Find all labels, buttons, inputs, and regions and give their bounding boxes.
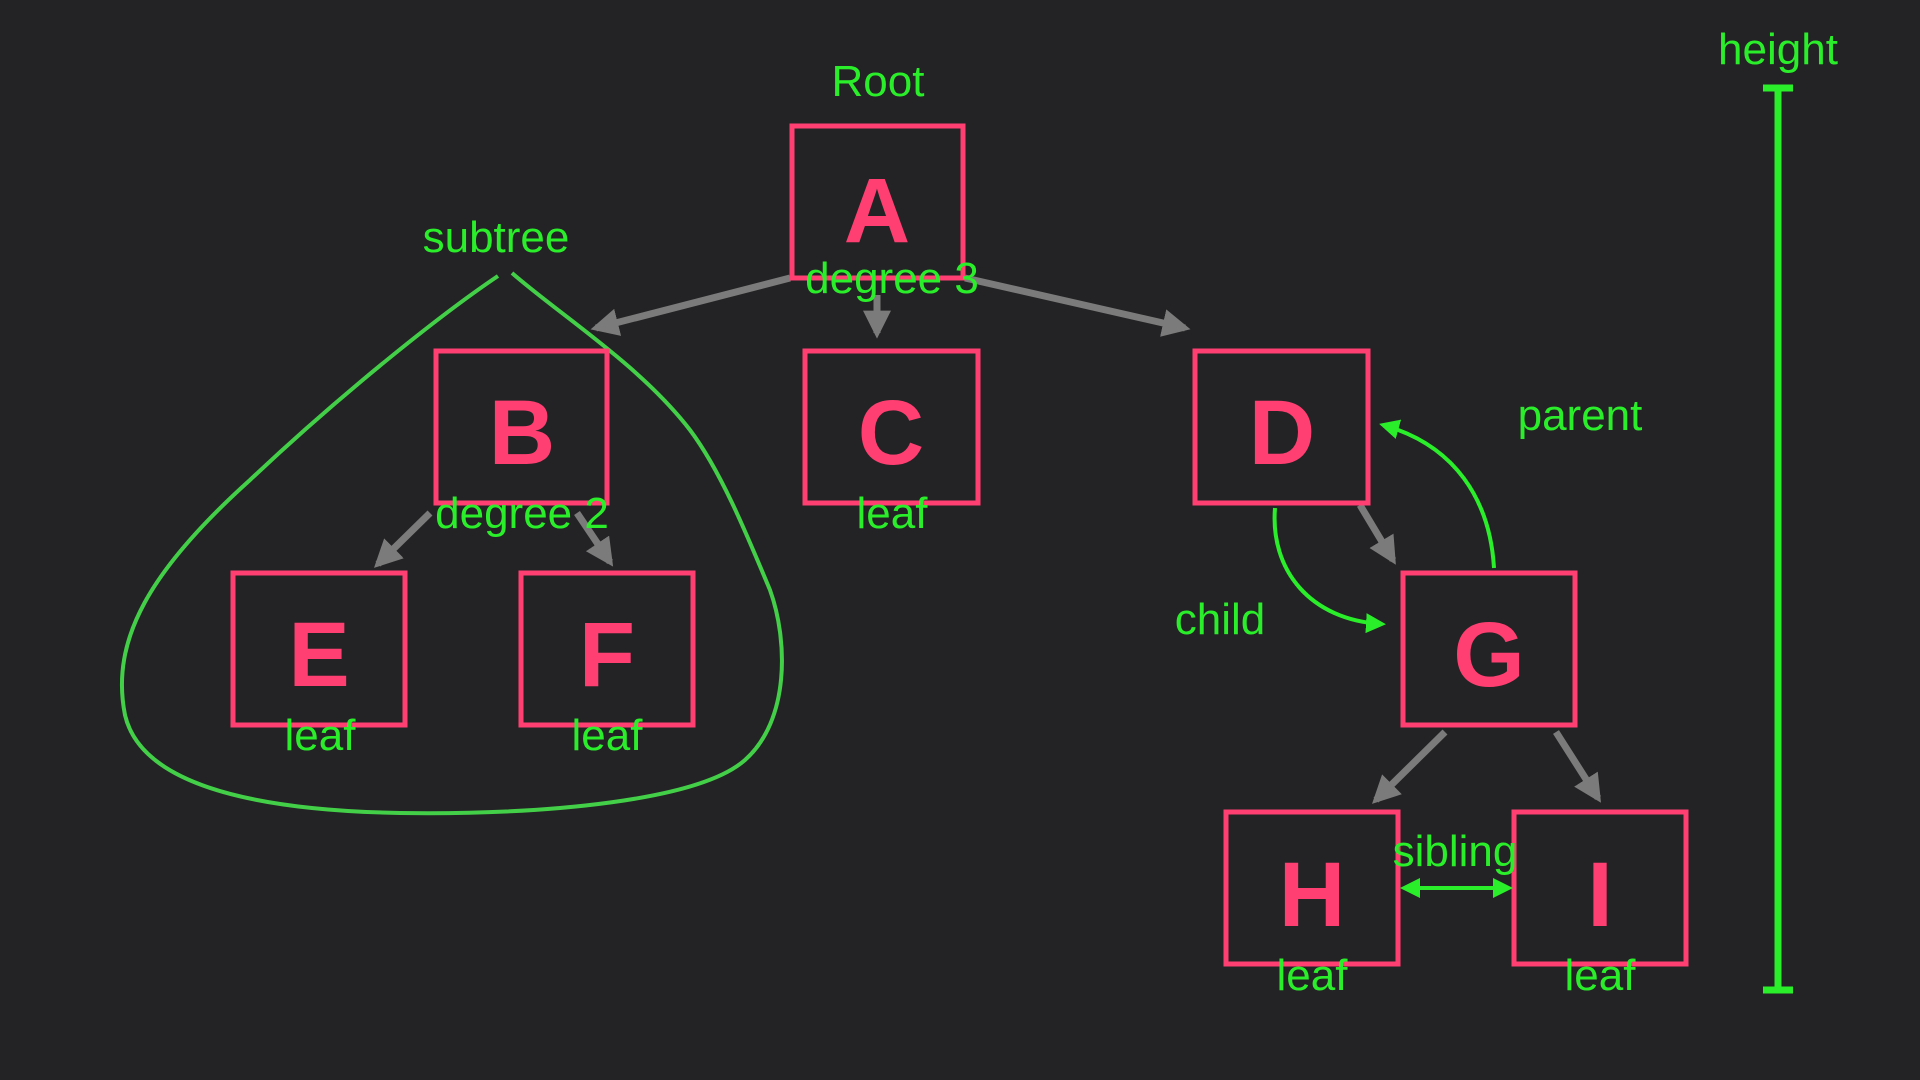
node-i-box	[1511, 809, 1689, 967]
node-h-letter: H	[1279, 844, 1345, 946]
node-h: H	[1223, 809, 1401, 967]
child-arrow	[1272, 507, 1386, 634]
node-b-letter: B	[489, 382, 555, 484]
node-f-leaf-label: leaf	[572, 711, 644, 760]
node-a-letter: A	[844, 160, 910, 262]
node-c: C	[802, 348, 981, 506]
edge-b-e	[374, 510, 433, 568]
nodes-layer: A B C D E F G	[230, 123, 1689, 967]
parent-arrow	[1379, 419, 1496, 569]
node-f-box	[518, 570, 696, 728]
node-c-leaf-label: leaf	[857, 489, 929, 538]
parent-label: parent	[1518, 391, 1643, 440]
node-f: F	[518, 570, 696, 728]
edge-d-g	[1356, 503, 1397, 565]
node-a: A	[789, 123, 966, 281]
annotations: Root subtree parent child sibling height	[423, 25, 1838, 876]
node-a-degree-label: degree 3	[805, 254, 979, 303]
edge-b-f	[574, 511, 614, 567]
node-g-letter: G	[1453, 604, 1525, 706]
node-e-box	[230, 570, 408, 728]
edge-a-d	[964, 274, 1191, 337]
node-h-leaf-label: leaf	[1277, 951, 1349, 1000]
node-d-box	[1192, 348, 1371, 506]
subtree-label: subtree	[423, 213, 570, 262]
height-bar	[1763, 84, 1793, 994]
node-b-box	[433, 348, 610, 506]
node-c-letter: C	[858, 382, 924, 484]
node-d: D	[1192, 348, 1371, 506]
edge-g-i	[1553, 730, 1602, 803]
node-e-leaf-label: leaf	[285, 711, 357, 760]
sibling-label: sibling	[1393, 827, 1518, 876]
height-label: height	[1718, 25, 1838, 74]
node-g: G	[1400, 570, 1578, 728]
node-f-letter: F	[579, 604, 635, 706]
node-g-box	[1400, 570, 1578, 728]
node-i: I	[1511, 809, 1689, 967]
node-e: E	[230, 570, 408, 728]
node-b: B	[433, 348, 610, 506]
node-e-letter: E	[288, 604, 349, 706]
node-h-box	[1223, 809, 1401, 967]
child-label: child	[1175, 595, 1266, 644]
node-sub-labels: degree 3 degree 2 leaf leaf leaf leaf le…	[285, 254, 1637, 1000]
node-i-letter: I	[1587, 844, 1613, 946]
root-label: Root	[832, 57, 925, 106]
node-c-box	[802, 348, 981, 506]
node-d-letter: D	[1249, 382, 1315, 484]
edge-g-h	[1372, 729, 1448, 804]
edges-layer	[374, 274, 1602, 804]
subtree-outline	[120, 271, 784, 816]
node-b-degree-label: degree 2	[435, 489, 609, 538]
edge-a-b	[590, 274, 791, 336]
node-a-box	[789, 123, 966, 281]
node-i-leaf-label: leaf	[1565, 951, 1637, 1000]
